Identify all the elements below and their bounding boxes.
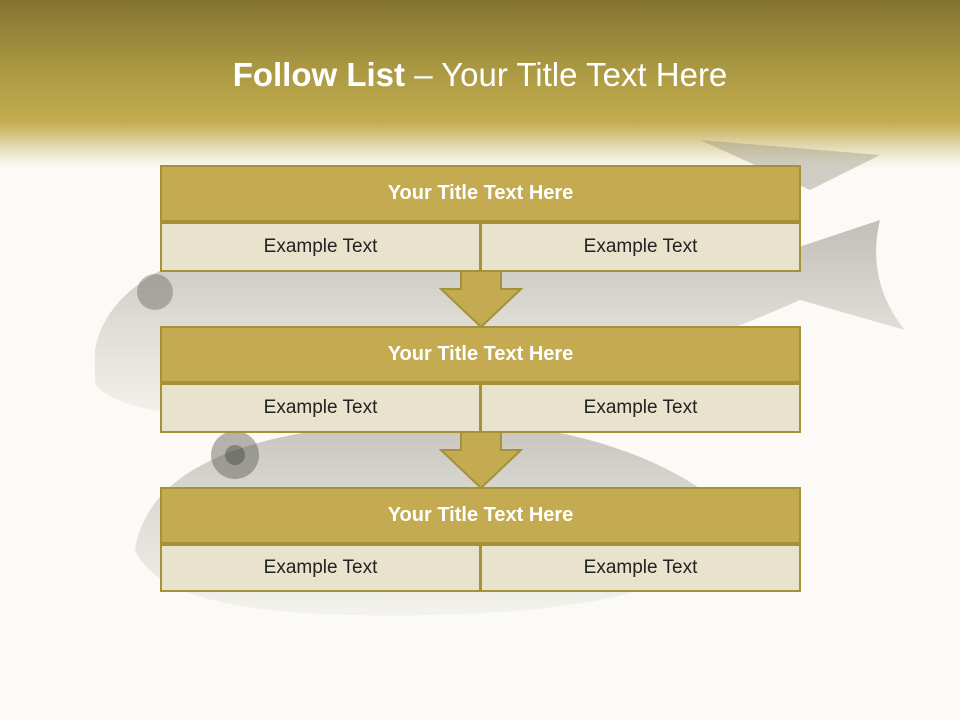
step-title: Your Title Text Here bbox=[160, 326, 801, 383]
step-block-3: Your Title Text Here Example Text Exampl… bbox=[160, 487, 801, 594]
header-band bbox=[0, 0, 960, 170]
step-title: Your Title Text Here bbox=[160, 165, 801, 222]
step-title: Your Title Text Here bbox=[160, 487, 801, 544]
step-block-1: Your Title Text Here Example Text Exampl… bbox=[160, 165, 801, 272]
slide-title-bold: Follow List bbox=[232, 56, 406, 93]
down-arrow-icon bbox=[439, 432, 523, 490]
step-cell-right: Example Text bbox=[480, 222, 801, 272]
step-cell-left: Example Text bbox=[160, 544, 481, 592]
step-cell-left: Example Text bbox=[160, 383, 481, 433]
slide-title: Follow List – Your Title Text Here bbox=[0, 56, 960, 94]
step-cell-left: Example Text bbox=[160, 222, 481, 272]
step-cell-right: Example Text bbox=[480, 544, 801, 592]
down-arrow-icon bbox=[439, 271, 523, 329]
step-cell-right: Example Text bbox=[480, 383, 801, 433]
step-block-2: Your Title Text Here Example Text Exampl… bbox=[160, 326, 801, 433]
slide-title-rest: – Your Title Text Here bbox=[405, 56, 728, 93]
